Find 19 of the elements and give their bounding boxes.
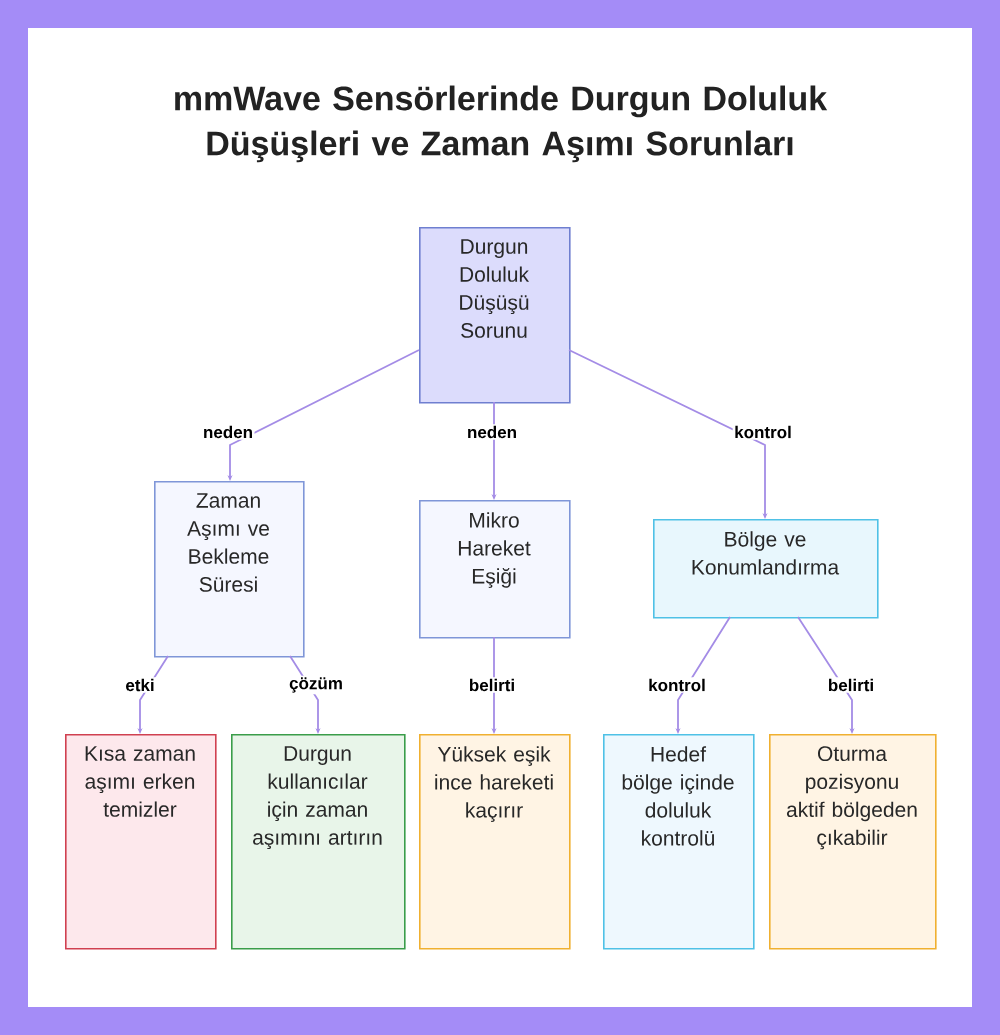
process-box: Durgun kullanıcılar için zaman aşımını artırın [231, 734, 406, 950]
process-box: Bölge ve Konumlandırma [653, 519, 879, 619]
edge-label: neden [465, 424, 519, 440]
connector-arrow [568, 349, 768, 519]
process-box: Kısa zaman aşımı erken temizler [65, 734, 217, 950]
process-box: Durgun Doluluk Düşüşü Sorunu [419, 227, 571, 404]
edge-label: belirti [826, 677, 876, 693]
process-box: Oturma pozisyonu aktif bölgeden çıkabilir [769, 734, 937, 950]
edge-label: etki [123, 677, 157, 693]
process-box: Hedef bölge içinde doluluk kontrolü [603, 734, 755, 950]
process-box: Yüksek eşik ince hareketi kaçırır [419, 734, 571, 950]
connector-arrow [797, 616, 855, 734]
title: mmWave Sensörlerinde Durgun Doluluk Düşüşleri ve Zaman Aşımı Sorunları [175, 85, 828, 163]
edge-label: kontrol [732, 424, 794, 440]
edge-label: belirti [467, 677, 517, 693]
process-box: Mikro Hareket Eşiği [419, 500, 571, 639]
edge-label: kontrol [646, 677, 708, 693]
process-box: Zaman Aşımı ve Bekleme Süresi [154, 481, 305, 658]
edge-label: neden [201, 424, 255, 440]
